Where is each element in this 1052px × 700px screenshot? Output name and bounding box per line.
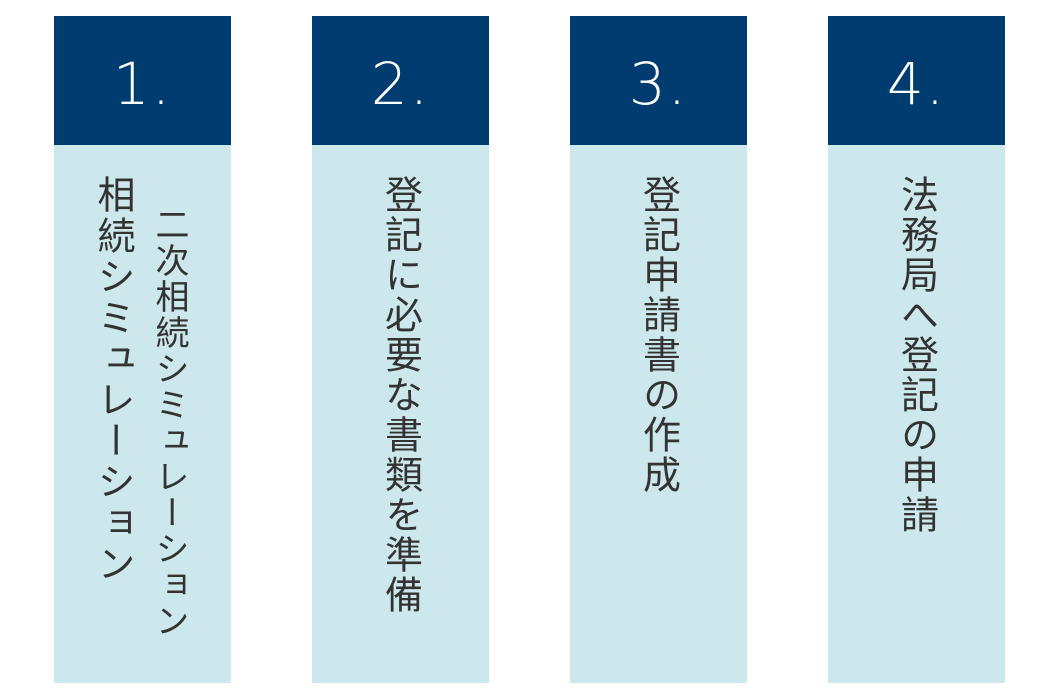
step-body: 登記申請書の作成 bbox=[570, 145, 747, 683]
step-card-1: 1. 二次相続シミュレーション 相続シミュレーション bbox=[54, 16, 231, 683]
step-number: 3. bbox=[570, 16, 747, 145]
step-card-3: 3. 登記申請書の作成 bbox=[570, 16, 747, 683]
step-body: 法務局へ登記の申請 bbox=[828, 145, 1005, 683]
step-label: 登記に必要な書類を準備 bbox=[378, 175, 423, 615]
step-label-primary: 相続シミュレーション bbox=[91, 175, 135, 585]
step-body: 二次相続シミュレーション 相続シミュレーション bbox=[54, 145, 231, 683]
step-body: 登記に必要な書類を準備 bbox=[312, 145, 489, 683]
step-card-2: 2. 登記に必要な書類を準備 bbox=[312, 16, 489, 683]
step-number: 4. bbox=[828, 16, 1005, 145]
step-label-secondary: 二次相続シミュレーション bbox=[149, 207, 189, 639]
step-number: 1. bbox=[54, 16, 231, 145]
step-number: 2. bbox=[312, 16, 489, 145]
step-label: 登記申請書の作成 bbox=[636, 175, 681, 495]
step-label: 法務局へ登記の申請 bbox=[894, 175, 939, 535]
step-card-4: 4. 法務局へ登記の申請 bbox=[828, 16, 1005, 683]
